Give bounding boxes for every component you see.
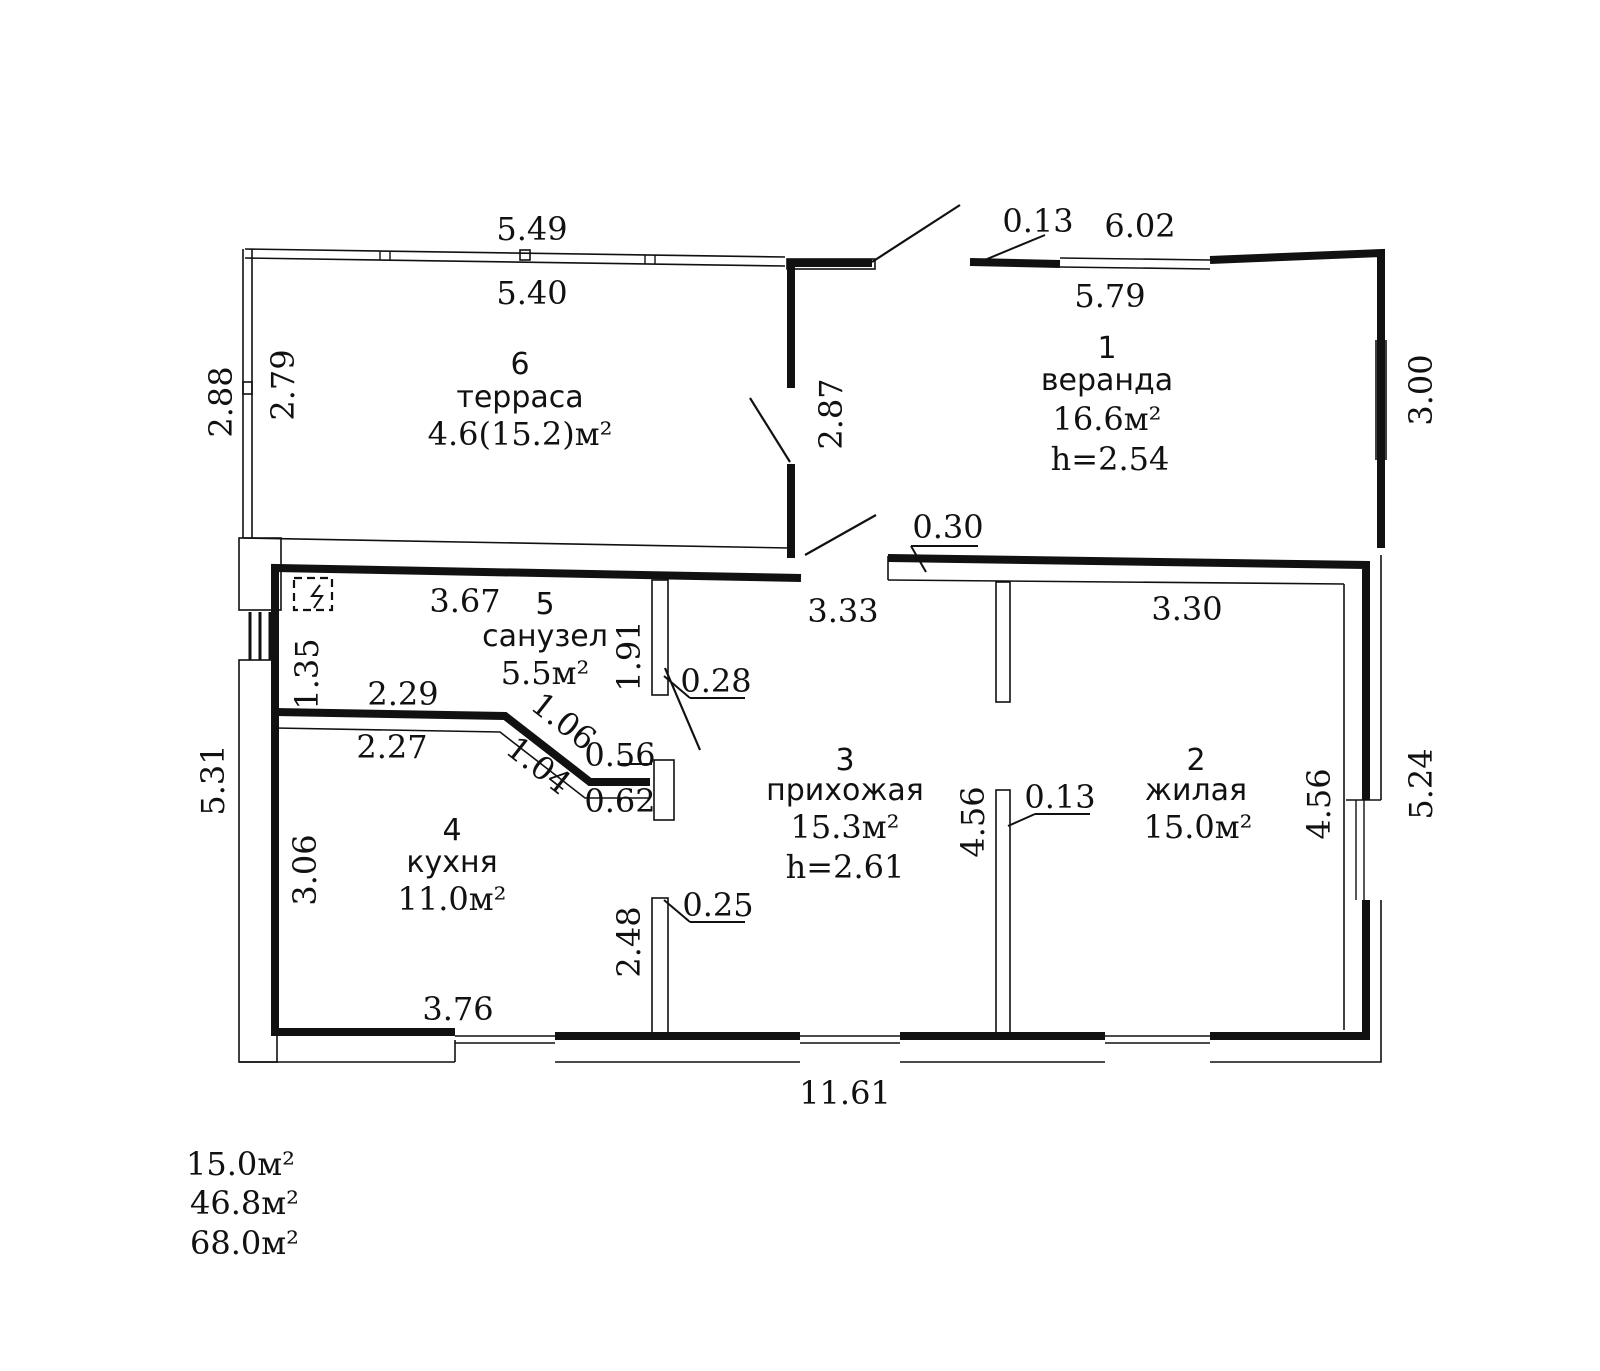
total-overall-area: 68.0м² — [190, 1224, 299, 1262]
dim-living-partition: 4.56 — [954, 786, 992, 857]
dim-living-right-inner: 4.56 — [1300, 768, 1338, 839]
veranda-walls — [969, 234, 1387, 548]
room-6-label: 6 терраса 4.6(15.2)м² — [428, 347, 613, 453]
total-living-area: 15.0м² — [186, 1145, 295, 1183]
room-2-label: 2 жилая 15.0м² — [1144, 743, 1253, 846]
house-walls — [238, 537, 1382, 1063]
room-5-name: санузел — [482, 619, 608, 654]
dim-terrace-top-inner: 5.40 — [496, 274, 567, 312]
dim-bath-top: 3.67 — [429, 582, 500, 620]
dim-overall-bottom: 11.61 — [799, 1074, 891, 1112]
dim-living-top: 3.30 — [1151, 590, 1222, 628]
room-2-number: 2 — [1186, 743, 1205, 778]
dim-diag-bottom-1: 2.27 — [356, 728, 427, 766]
room-3-height: h=2.61 — [786, 848, 905, 886]
dimension-labels: 5.49 5.40 2.88 2.79 2.87 0.13 6.02 5.79 … — [194, 202, 1440, 1112]
dim-terrace-left-inner: 2.79 — [264, 349, 302, 420]
dim-diag-top-3: 0.56 — [584, 736, 655, 774]
dim-veranda-top-inner: 5.79 — [1074, 277, 1145, 315]
room-2-name: жилая — [1145, 773, 1247, 808]
dim-kitchen-partition-wall: 0.25 — [682, 886, 753, 924]
total-main-area: 46.8м² — [190, 1184, 299, 1222]
dim-hall-top: 3.33 — [807, 592, 878, 630]
room-1-height: h=2.54 — [1051, 440, 1170, 478]
room-4-label: 4 кухня 11.0м² — [398, 813, 507, 918]
dim-living-partition-wall: 0.13 — [1024, 778, 1095, 816]
room-1-area: 16.6м² — [1053, 400, 1162, 438]
room-6-number: 6 — [510, 347, 529, 382]
dim-terrace-top-outer: 5.49 — [496, 210, 567, 248]
room-3-name: прихожая — [766, 773, 924, 808]
dim-veranda-wall-bottom: 0.30 — [912, 508, 983, 546]
dim-bath-left: 1.35 — [288, 638, 326, 709]
room-1-number: 1 — [1097, 331, 1116, 366]
dim-living-right-outer: 5.24 — [1402, 748, 1440, 819]
dim-left-outer: 5.31 — [194, 744, 232, 815]
room-1-label: 1 веранда 16.6м² h=2.54 — [1041, 331, 1173, 478]
dim-diag-bottom-3: 0.62 — [584, 782, 655, 820]
entry-walls — [749, 204, 961, 558]
room-6-area: 4.6(15.2)м² — [428, 415, 613, 453]
interior-partitions — [274, 576, 1090, 1036]
dim-kitchen-left: 3.06 — [286, 834, 324, 905]
terrace-walls — [242, 248, 791, 549]
dim-terrace-left-outer: 2.88 — [202, 366, 240, 437]
dim-kitchen-bottom: 3.76 — [422, 990, 493, 1028]
room-3-label: 3 прихожая 15.3м² h=2.61 — [766, 743, 924, 886]
dim-diag-top-1: 2.29 — [367, 675, 438, 713]
dim-bath-partition: 1.91 — [610, 620, 648, 691]
room-6-name: терраса — [456, 380, 583, 415]
room-5-label: 5 санузел 5.5м² — [482, 587, 608, 692]
room-1-name: веранда — [1041, 363, 1173, 398]
dim-kitchen-partition: 2.48 — [610, 906, 648, 977]
area-totals: 15.0м² 46.8м² 68.0м² — [186, 1145, 299, 1262]
room-3-area: 15.3м² — [791, 808, 900, 846]
room-3-number: 3 — [835, 743, 854, 778]
dim-entry-side: 2.87 — [812, 378, 850, 449]
room-4-name: кухня — [406, 845, 497, 880]
room-2-area: 15.0м² — [1144, 808, 1253, 846]
dim-veranda-right: 3.00 — [1402, 354, 1440, 425]
room-5-area: 5.5м² — [501, 654, 590, 692]
dim-bath-partition-wall: 0.28 — [680, 662, 751, 700]
room-4-number: 4 — [442, 813, 461, 848]
room-4-area: 11.0м² — [398, 880, 507, 918]
room-5-number: 5 — [535, 587, 554, 622]
dim-veranda-wall: 0.13 — [1002, 202, 1073, 240]
dim-veranda-top-outer: 6.02 — [1104, 207, 1175, 245]
